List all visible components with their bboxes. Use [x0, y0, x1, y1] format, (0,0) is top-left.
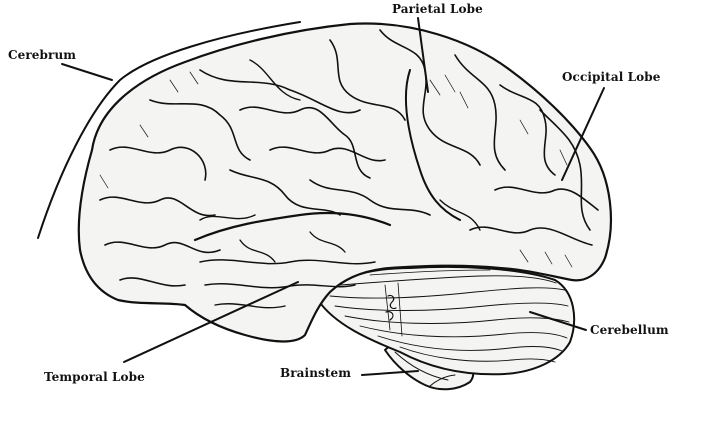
cerebellum-label: Cerebellum: [590, 323, 669, 337]
temporal-lobe-label: Temporal Lobe: [44, 370, 145, 384]
cerebrum-pointer-line: [61, 63, 113, 81]
cerebellum-illustration: [317, 265, 576, 376]
parietal-lobe-label: Parietal Lobe: [392, 2, 483, 16]
leader-lines: [37, 17, 605, 376]
cerebrum-illustration: [77, 22, 613, 343]
cerebellum-leader-line: [529, 311, 587, 331]
temporal-leader-line: [123, 281, 299, 363]
brainstem-label: Brainstem: [280, 366, 352, 380]
cerebrum-label: Cerebrum: [8, 48, 77, 62]
brainstem-leader-line: [361, 370, 419, 376]
parietal-leader-line: [417, 17, 429, 93]
cerebrum-leader-line: [37, 21, 301, 239]
occipital-lobe-label: Occipital Lobe: [562, 70, 661, 84]
occipital-leader-line: [561, 87, 605, 181]
